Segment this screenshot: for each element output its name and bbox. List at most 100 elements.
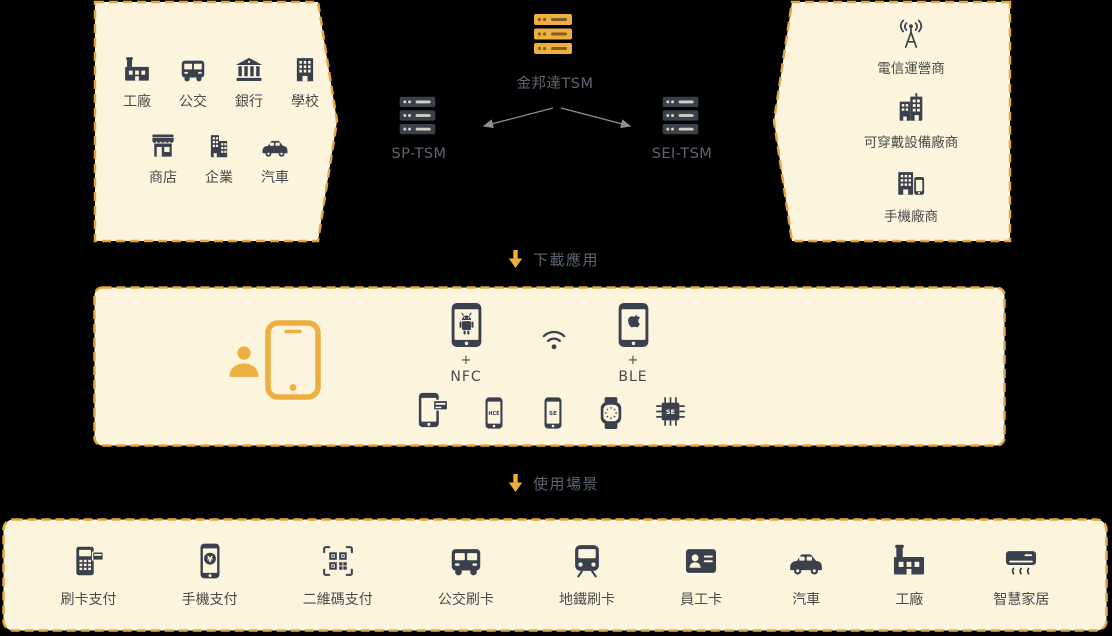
contactless-icon bbox=[537, 322, 571, 356]
vendor-antenna-label: 電信運營商 bbox=[877, 61, 945, 77]
scene-id-card-label: 員工卡 bbox=[680, 591, 723, 608]
providers-panel-shape bbox=[93, 0, 339, 243]
nfc-label: NFC bbox=[450, 369, 482, 385]
provider-enterprise-label: 企業 bbox=[205, 170, 233, 186]
scene-metro-label: 地鐵刷卡 bbox=[558, 591, 615, 608]
android-nfc-group: + NFC bbox=[439, 302, 493, 385]
school-icon bbox=[290, 55, 320, 85]
vendors-panel-shape bbox=[772, 0, 1012, 243]
pos-terminal-icon bbox=[70, 542, 108, 580]
server-icon bbox=[657, 93, 704, 138]
providers-row-1: 工廠 公交 銀行 學校 bbox=[115, 55, 327, 111]
providers-row-2: 商店 企業 汽車 bbox=[141, 131, 327, 187]
wearable-maker-icon bbox=[894, 91, 928, 125]
scene-smart-home: 智慧家居 bbox=[993, 542, 1049, 609]
provider-factory-label: 工廠 bbox=[123, 94, 151, 110]
scenes-panel-shape bbox=[2, 518, 1108, 632]
provider-school: 學校 bbox=[283, 55, 327, 111]
contactless-icon-slot bbox=[537, 322, 571, 360]
antenna-icon bbox=[894, 17, 928, 51]
scenes-panel: 刷卡支付 ¥ 手機支付 二維碼支付 公交刷卡地鐵刷卡 員工卡 汽車 工廠 智慧家居 bbox=[2, 518, 1108, 632]
android-phone-slot bbox=[450, 302, 483, 352]
down-arrow-icon bbox=[508, 250, 523, 269]
scene-id-card: 員工卡 bbox=[680, 542, 722, 609]
phone-maker-icon bbox=[894, 165, 928, 199]
provider-shop-label: 商店 bbox=[149, 170, 177, 186]
ble-label: BLE bbox=[618, 369, 648, 385]
scene-qr-code: 二維碼支付 bbox=[303, 542, 373, 609]
car-icon bbox=[260, 131, 290, 161]
bank-icon bbox=[234, 55, 264, 85]
devices-panel: + NFC + BLE HCE SE SE bbox=[93, 286, 1006, 447]
person-icon bbox=[224, 338, 264, 384]
se-chip-icon: SE bbox=[652, 393, 689, 430]
svg-text:SE: SE bbox=[549, 411, 557, 417]
user-icon-slot bbox=[224, 338, 264, 388]
vendor-wearable-maker: 可穿戴設備廠商 bbox=[863, 91, 959, 151]
vendor-wearable-maker-label: 可穿戴設備廠商 bbox=[863, 135, 959, 151]
vendors-panel: 電信運營商可穿戴設備廠商手機廠商 bbox=[812, 12, 1010, 230]
smartwatch-icon bbox=[594, 396, 628, 430]
tsm-link-arrows bbox=[482, 107, 632, 129]
flow-use-scenes: 使用場景 bbox=[508, 473, 599, 494]
android-plus-label: + bbox=[460, 353, 472, 368]
apple-ble-group: + BLE bbox=[606, 302, 660, 385]
se-phone-icon: SE bbox=[536, 396, 570, 430]
smart-home-icon bbox=[1002, 542, 1040, 580]
provider-bus: 公交 bbox=[171, 55, 215, 111]
goldpac-tsm-node bbox=[528, 10, 578, 62]
vendor-antenna: 電信運營商 bbox=[877, 17, 945, 77]
vendor-phone-maker: 手機廠商 bbox=[884, 165, 938, 225]
phone-pay-icon: ¥ bbox=[191, 542, 229, 580]
provider-bank: 銀行 bbox=[227, 55, 271, 111]
scene-bus: 公交刷卡 bbox=[438, 542, 494, 609]
scene-metro: 地鐵刷卡 bbox=[559, 542, 615, 609]
server-icon bbox=[394, 93, 441, 138]
provider-shop: 商店 bbox=[141, 131, 185, 187]
android-phone-icon bbox=[450, 302, 483, 348]
scene-pos-terminal: 刷卡支付 bbox=[61, 542, 117, 609]
flow-download-app-label: 下載應用 bbox=[533, 251, 600, 269]
enterprise-icon bbox=[204, 131, 234, 161]
scene-qr-code-label: 二維碼支付 bbox=[302, 591, 373, 608]
provider-bank-label: 銀行 bbox=[235, 94, 263, 110]
bus-icon bbox=[447, 542, 485, 580]
down-arrow-icon bbox=[508, 474, 523, 493]
shop-icon bbox=[148, 131, 178, 161]
provider-bus-label: 公交 bbox=[179, 94, 207, 110]
hce-phone-icon: HCE bbox=[477, 396, 511, 430]
flow-download-app: 下載應用 bbox=[508, 249, 599, 270]
scene-car: 汽車 bbox=[787, 542, 825, 609]
devices-panel-shape bbox=[93, 286, 1006, 447]
service-providers-panel: 工廠 公交 銀行 學校商店 企業 汽車 bbox=[115, 26, 327, 216]
provider-enterprise: 企業 bbox=[197, 131, 241, 187]
scene-car-label: 汽車 bbox=[792, 591, 821, 608]
scene-pos-terminal-label: 刷卡支付 bbox=[60, 591, 117, 608]
scene-factory-label: 工廠 bbox=[895, 591, 924, 608]
scene-phone-pay-label: 手機支付 bbox=[181, 591, 238, 608]
qr-code-icon bbox=[319, 542, 357, 580]
provider-car: 汽車 bbox=[253, 131, 297, 187]
sp-tsm-label: SP-TSM bbox=[391, 146, 447, 162]
vendor-phone-maker-label: 手機廠商 bbox=[884, 209, 938, 225]
card-phone-icon bbox=[413, 390, 453, 430]
bus-icon bbox=[178, 55, 208, 85]
sp-tsm-node bbox=[394, 93, 441, 142]
provider-factory: 工廠 bbox=[115, 55, 159, 111]
apple-phone-icon bbox=[617, 302, 650, 348]
svg-text:¥: ¥ bbox=[207, 553, 213, 563]
scene-smart-home-label: 智慧家居 bbox=[993, 591, 1050, 608]
sei-tsm-label: SEI-TSM bbox=[651, 146, 713, 162]
provider-school-label: 學校 bbox=[291, 94, 319, 110]
svg-text:SE: SE bbox=[666, 408, 675, 416]
id-card-icon bbox=[682, 542, 720, 580]
car-icon bbox=[787, 542, 825, 580]
user-phone-slot bbox=[265, 320, 321, 404]
goldpac-tsm-label: 金邦達TSM bbox=[516, 76, 594, 92]
factory-icon bbox=[890, 542, 928, 580]
sei-tsm-node bbox=[657, 93, 704, 142]
apple-plus-label: + bbox=[627, 353, 639, 368]
metro-icon bbox=[568, 542, 606, 580]
scene-factory: 工廠 bbox=[890, 542, 928, 609]
